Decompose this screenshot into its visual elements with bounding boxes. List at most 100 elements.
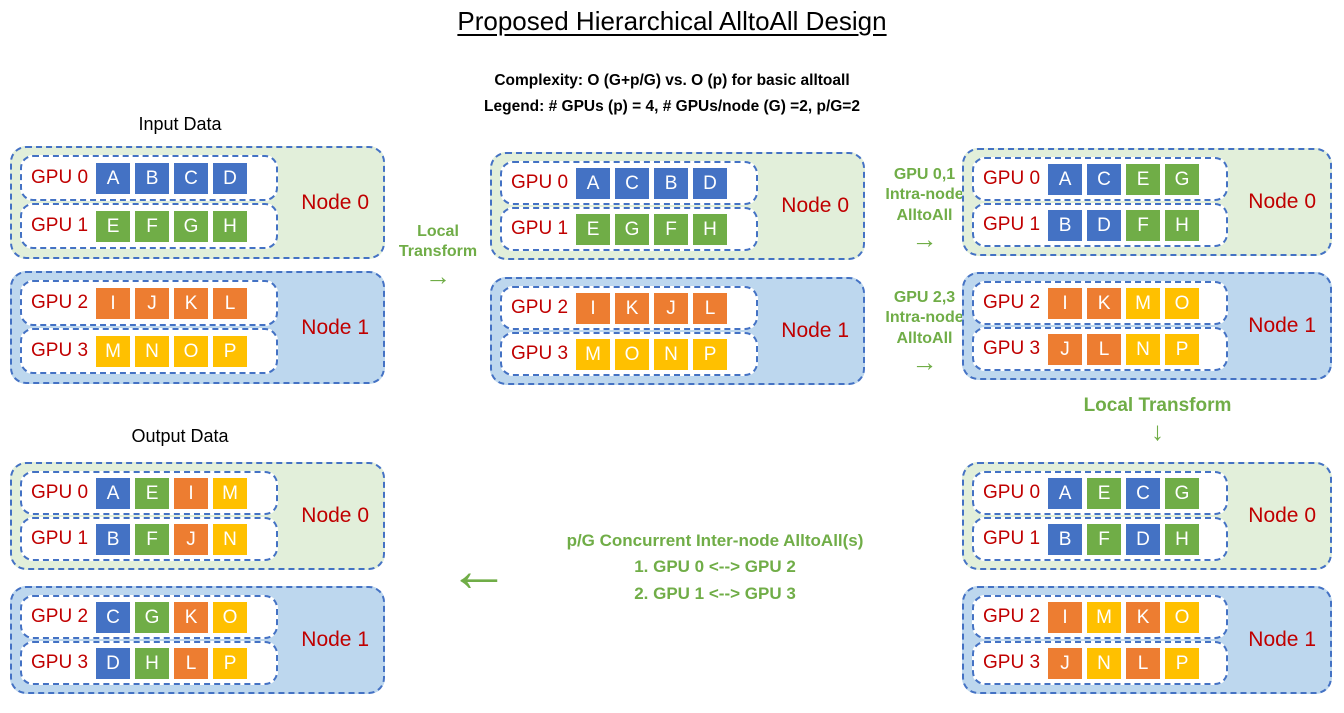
output-data-caption: Output Data	[131, 426, 229, 446]
data-cell: E	[96, 210, 131, 242]
node-label: Node 1	[301, 315, 369, 339]
node-label: Node 1	[1248, 314, 1316, 337]
data-cell: A	[1048, 163, 1083, 195]
data-cell: M	[213, 477, 248, 509]
gpu-label: GPU 1	[983, 214, 1041, 235]
data-cell: F	[135, 523, 170, 555]
data-cell: C	[96, 601, 131, 633]
intra-node-23-line2: Intra-node	[885, 309, 964, 327]
node-label: Node 1	[1248, 628, 1316, 651]
node-label: Node 0	[1248, 504, 1316, 527]
data-cell: J	[135, 287, 170, 319]
data-cell: K	[174, 287, 209, 319]
data-cell: D	[1087, 209, 1122, 241]
gpu-label: GPU 2	[983, 292, 1041, 313]
inter-node-line2: 1. GPU 0 <--> GPU 2	[634, 557, 796, 577]
data-cell: G	[135, 601, 170, 633]
gpu-label: GPU 2	[511, 297, 569, 318]
data-cell: K	[1126, 601, 1161, 633]
gpu-label: GPU 3	[31, 340, 89, 361]
arrow-right-icon: →	[911, 347, 938, 378]
data-cell: B	[96, 523, 131, 555]
data-cell: N	[1087, 647, 1122, 679]
node-label: Node 1	[781, 319, 849, 342]
data-cell: A	[96, 477, 131, 509]
local-transform-1-label: Local Transform →	[383, 222, 493, 289]
data-cell: N	[213, 523, 248, 555]
data-cell: M	[96, 335, 131, 367]
gpu-label: GPU 3	[983, 338, 1041, 359]
intra-node-23-label: GPU 2,3 Intra-node AlltoAll →	[862, 288, 987, 375]
data-cell: G	[1165, 477, 1200, 509]
data-cell: L	[1126, 647, 1161, 679]
data-cell: I	[576, 292, 611, 324]
data-cell: H	[693, 213, 728, 245]
data-cell: B	[1048, 209, 1083, 241]
data-cell: P	[213, 647, 248, 679]
data-cell: O	[615, 338, 650, 370]
data-cell: H	[213, 210, 248, 242]
intra-node-23-line1: GPU 2,3	[893, 289, 956, 306]
data-cell: G	[174, 210, 209, 242]
data-cell: H	[135, 647, 170, 679]
data-cell: J	[174, 523, 209, 555]
data-cell: B	[654, 167, 689, 199]
data-cell: A	[96, 162, 131, 194]
data-cell: L	[1087, 333, 1122, 365]
data-cell: E	[1126, 163, 1161, 195]
data-cell: H	[1165, 523, 1200, 555]
intra-node-01-label: GPU 0,1 Intra-node AlltoAll →	[862, 165, 987, 252]
gpu-label: GPU 2	[31, 606, 89, 627]
gpu-label: GPU 3	[511, 343, 569, 364]
data-cell: K	[615, 292, 650, 324]
arrow-right-icon: →	[425, 260, 451, 291]
input-data-caption: Input Data	[138, 114, 222, 134]
local-transform-1-line1: Local	[417, 223, 459, 240]
data-cell: N	[1126, 333, 1161, 365]
intra-node-01-line2: Intra-node	[885, 186, 964, 204]
inter-node-line1: p/G Concurrent Inter-node AlltoAll(s)	[566, 531, 864, 550]
local-transform-2-line1: Local Transform	[1083, 395, 1232, 416]
node-label: Node 0	[1248, 190, 1316, 213]
data-cell: C	[174, 162, 209, 194]
data-cell: J	[1048, 647, 1083, 679]
data-cell: P	[1165, 333, 1200, 365]
data-cell: L	[213, 287, 248, 319]
arrow-down-icon: ↓	[1151, 416, 1164, 447]
data-cell: B	[135, 162, 170, 194]
data-cell: D	[96, 647, 131, 679]
data-cell: F	[654, 213, 689, 245]
